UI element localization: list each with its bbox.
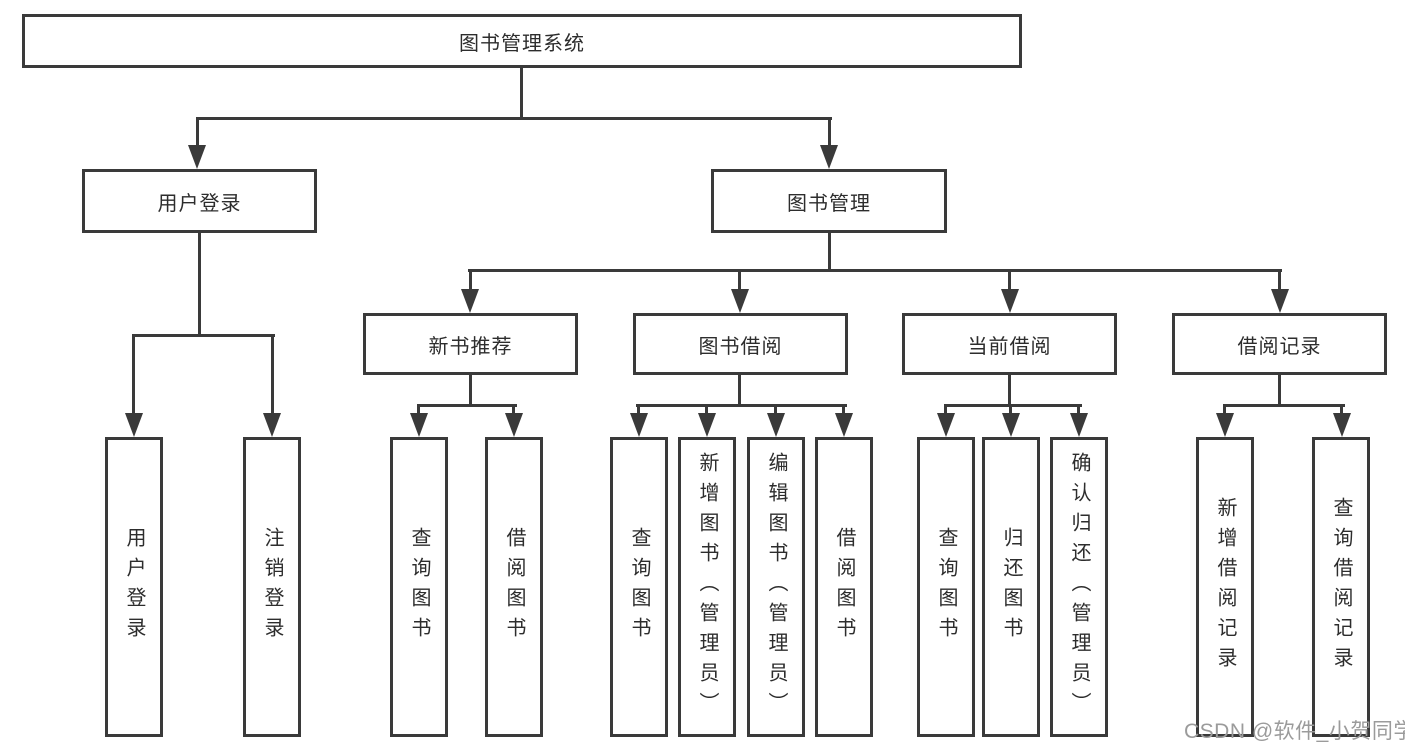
connector-line (198, 233, 201, 337)
leaf-label: 注销登录 (261, 527, 283, 647)
node-borrow-records: 借阅记录 (1172, 313, 1387, 375)
arrow-down-icon (698, 413, 716, 437)
node-book-borrow: 图书借阅 (633, 313, 848, 375)
connector-line (944, 404, 1082, 407)
arrow-down-icon (505, 413, 523, 437)
connector-line (636, 404, 847, 407)
leaf-confirm-return-admin: 确认归还（管理员） (1050, 437, 1108, 737)
leaf-label: 查询图书 (408, 527, 430, 647)
leaf-label: 新增图书（管理员） (696, 452, 718, 722)
arrow-down-icon (937, 413, 955, 437)
connector-line (637, 404, 640, 416)
arrow-down-icon (731, 289, 749, 313)
connector-line (774, 404, 777, 416)
connector-line (1223, 404, 1345, 407)
connector-line (1008, 375, 1011, 407)
connector-line (417, 404, 517, 407)
connector-line (469, 269, 472, 291)
leaf-label: 编辑图书（管理员） (765, 452, 787, 722)
arrow-down-icon (1070, 413, 1088, 437)
connector-line (132, 334, 135, 414)
connector-line (828, 233, 831, 272)
connector-line (1278, 375, 1281, 407)
leaf-label: 借阅图书 (503, 527, 525, 647)
node-label: 借阅记录 (1237, 335, 1322, 358)
leaf-query-books-recommend: 查询图书 (390, 437, 448, 737)
connector-line (738, 375, 741, 407)
leaf-label: 用户登录 (123, 527, 145, 647)
connector-line (196, 117, 199, 147)
arrow-down-icon (461, 289, 479, 313)
leaf-label: 借阅图书 (833, 527, 855, 647)
leaf-edit-books-admin: 编辑图书（管理员） (747, 437, 805, 737)
connector-line (1008, 269, 1011, 291)
node-label: 图书管理系统 (459, 32, 585, 55)
node-book-management: 图书管理 (711, 169, 947, 233)
node-new-book-recommend: 新书推荐 (363, 313, 578, 375)
leaf-query-books-borrow: 查询图书 (610, 437, 668, 737)
leaf-label: 确认归还（管理员） (1068, 452, 1090, 722)
connector-line (1340, 404, 1343, 416)
arrow-down-icon (188, 145, 206, 169)
leaf-borrow-books-borrow: 借阅图书 (815, 437, 873, 737)
leaf-label: 新增借阅记录 (1214, 497, 1236, 677)
arrow-down-icon (1333, 413, 1351, 437)
connector-line (842, 404, 845, 416)
connector-line (1223, 404, 1226, 416)
connector-line (469, 375, 472, 407)
connector-line (738, 269, 741, 291)
leaf-logout: 注销登录 (243, 437, 301, 737)
leaf-label: 查询图书 (935, 527, 957, 647)
watermark: CSDN @软件_小贺同学 (1184, 720, 1405, 743)
connector-line (132, 334, 275, 337)
node-label: 当前借阅 (967, 335, 1052, 358)
arrow-down-icon (1001, 289, 1019, 313)
node-user-login: 用户登录 (82, 169, 317, 233)
connector-line (468, 269, 1282, 272)
leaf-label: 查询借阅记录 (1330, 497, 1352, 677)
arrow-down-icon (630, 413, 648, 437)
arrow-down-icon (767, 413, 785, 437)
leaf-add-borrow-record: 新增借阅记录 (1196, 437, 1254, 737)
connector-line (417, 404, 420, 416)
connector-line (1009, 404, 1012, 416)
leaf-add-books-admin: 新增图书（管理员） (678, 437, 736, 737)
leaf-borrow-books-recommend: 借阅图书 (485, 437, 543, 737)
leaf-label: 查询图书 (628, 527, 650, 647)
arrow-down-icon (835, 413, 853, 437)
node-label: 图书借阅 (698, 335, 783, 358)
connector-line (271, 334, 274, 414)
leaf-return-books: 归还图书 (982, 437, 1040, 737)
connector-line (944, 404, 947, 416)
leaf-label: 归还图书 (1000, 527, 1022, 647)
arrow-down-icon (125, 413, 143, 437)
leaf-query-borrow-record: 查询借阅记录 (1312, 437, 1370, 737)
connector-line (520, 68, 523, 120)
connector-line (1077, 404, 1080, 416)
arrow-down-icon (410, 413, 428, 437)
node-label: 用户登录 (157, 192, 242, 215)
connector-line (828, 117, 831, 147)
arrow-down-icon (820, 145, 838, 169)
connector-line (196, 117, 832, 120)
connector-line (705, 404, 708, 416)
arrow-down-icon (1002, 413, 1020, 437)
leaf-query-books-current: 查询图书 (917, 437, 975, 737)
connector-line (512, 404, 515, 416)
arrow-down-icon (263, 413, 281, 437)
node-label: 图书管理 (787, 192, 871, 215)
arrow-down-icon (1271, 289, 1289, 313)
connector-line (1278, 269, 1281, 291)
arrow-down-icon (1216, 413, 1234, 437)
node-label: 新书推荐 (428, 335, 513, 358)
node-library-management-system: 图书管理系统 (22, 14, 1022, 68)
node-current-borrow: 当前借阅 (902, 313, 1117, 375)
leaf-user-login: 用户登录 (105, 437, 163, 737)
